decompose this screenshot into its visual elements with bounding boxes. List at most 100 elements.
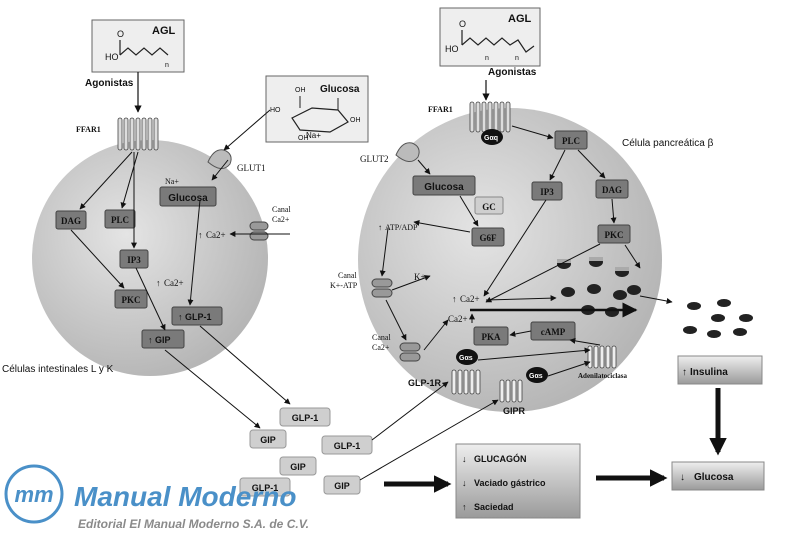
ca-left-label: Ca2+ — [206, 230, 226, 240]
box-camp-beta: cAMP — [530, 321, 576, 341]
glp1r-receptor — [451, 369, 481, 395]
box-gc-beta-label: GC — [482, 202, 496, 212]
canal-katp-label: Canal — [338, 271, 357, 280]
box-ip3-intestinal: IP3 — [119, 249, 149, 269]
hormone-glp1-b-label: GLP-1 — [334, 441, 361, 451]
hormone-gip-b: GIP — [279, 456, 317, 476]
box-glp1-intestinal-label: GLP-1 — [185, 312, 212, 322]
box-glucosa-beta-label: Glucosa — [424, 182, 464, 193]
glucosa-struct-label: Glucosa — [320, 84, 360, 95]
agl-left-structure: HO O n AGL — [91, 19, 185, 73]
box-pka-beta: PKA — [473, 326, 509, 346]
box-glucosa-beta: Glucosa — [412, 175, 476, 196]
intestinal-arrows — [70, 109, 290, 331]
hormone-glp1-a-label: GLP-1 — [292, 413, 319, 423]
box-pkc-intestinal-label: PKC — [122, 295, 141, 305]
o-label-right: O — [459, 19, 466, 29]
adenilatociclasa — [587, 345, 617, 369]
ho-label-right: HO — [445, 44, 459, 54]
hormone-gip-c: GIP — [323, 475, 361, 495]
ffar1-left-receptor — [117, 117, 159, 151]
atp-adp-arrow: ↑ — [378, 223, 382, 232]
agonistas-right-label: Agonistas — [488, 67, 537, 78]
gas-label-1: Gαs — [459, 355, 473, 362]
glp1r-label: GLP-1R — [408, 378, 442, 388]
oh-label-3: OH — [298, 135, 309, 142]
box-plc-beta: PLC — [554, 130, 588, 150]
o-label: O — [117, 29, 124, 39]
celulas-intestinales-label: Células intestinales L y K — [2, 364, 114, 375]
hormone-gip-c-label: GIP — [334, 481, 350, 491]
n-label-right-2: n — [515, 55, 519, 62]
gaq-label: Gαq — [484, 135, 498, 142]
box-pka-beta-label: PKA — [482, 332, 501, 342]
beta-arrows — [379, 125, 673, 377]
box-plc-intestinal: PLC — [104, 209, 136, 229]
box-ip3-beta-label: IP3 — [540, 187, 554, 197]
box-dag-intestinal-label: DAG — [61, 216, 81, 226]
ca-beta-label-2: Ca2+ — [448, 314, 468, 324]
box-plc-intestinal-label: PLC — [111, 215, 129, 225]
big-arrows — [384, 388, 727, 493]
atp-adp-label: ATP/ADP — [385, 223, 418, 232]
gipr-receptor — [499, 379, 523, 403]
canal-left-ca-label: Ca2+ — [272, 215, 290, 224]
insulina-label: Insulina — [690, 367, 728, 378]
effect-arrow-0: ↓ — [462, 454, 467, 464]
logo-subtitle: Editorial El Manual Moderno S.A. de C.V. — [78, 517, 309, 531]
ho-label: HO — [105, 52, 119, 62]
box-glucosa-intestinal: Glucosa — [159, 186, 217, 207]
adenilato-label: Adenilatociclasa — [578, 372, 627, 380]
canal-ca-right — [399, 342, 421, 362]
insulina-box: ↑ Insulina — [677, 355, 763, 385]
box-pkc-intestinal: PKC — [114, 289, 148, 309]
box-ip3-intestinal-label: IP3 — [127, 255, 141, 265]
box-glp1-intestinal: ↑ GLP-1 — [171, 306, 223, 326]
effect-glucagon: GLUCAGÓN — [474, 453, 527, 464]
hormone-glp1-c: GLP-1 — [239, 477, 291, 497]
box-dag-intestinal: DAG — [55, 210, 87, 230]
ca-int-arrow: ↑ — [156, 278, 161, 288]
box-dag-beta: DAG — [595, 179, 629, 199]
gipr-label: GIPR — [503, 406, 526, 416]
box-camp-beta-label: cAMP — [541, 327, 566, 337]
canal-right-ca-label: Ca2+ — [372, 343, 390, 352]
glucosa-out-arrow: ↓ — [680, 472, 685, 483]
canal-left-label: Canal — [272, 205, 291, 214]
box-pkc-beta: PKC — [597, 224, 631, 244]
agl-right-label: AGL — [508, 13, 532, 25]
canal-right-label: Canal — [372, 333, 391, 342]
box-plc-beta-label: PLC — [562, 136, 580, 146]
ca-left-arrow: ↑ — [198, 230, 203, 240]
agl-left-label: AGL — [152, 25, 176, 37]
canal-katp — [371, 278, 393, 298]
logo-title: Manual Moderno — [74, 481, 296, 512]
insulina-arrow: ↑ — [682, 367, 687, 378]
glut2-label: GLUT2 — [360, 154, 389, 164]
glp1-int-arrow: ↑ — [178, 312, 183, 322]
na-label-struct: Na+ — [306, 131, 321, 140]
effect-saciedad: Saciedad — [474, 502, 514, 512]
effect-arrow-2: ↑ — [462, 502, 467, 512]
hormone-gip-a-label: GIP — [260, 435, 276, 445]
ffar1-right-receptor — [469, 101, 511, 133]
n-label: n — [165, 62, 169, 69]
box-pkc-beta-label: PKC — [605, 230, 624, 240]
glucosa-structure: OH HO OH OH Glucosa Na+ — [265, 75, 369, 143]
gas-protein-1 — [456, 349, 478, 365]
hormone-gip-a: GIP — [249, 429, 287, 449]
oh-label-1: OH — [295, 87, 306, 94]
ffar1-right-label: FFAR1 — [428, 105, 453, 114]
hormone-arrows — [164, 325, 499, 481]
agonistas-left-label: Agonistas — [85, 78, 134, 89]
gas-label-2: Gαs — [529, 373, 543, 380]
box-g6f-beta: G6F — [471, 227, 505, 247]
effects-box: ↓ GLUCAGÓN ↓ Vaciado gástrico ↑ Saciedad — [455, 443, 581, 519]
gip-int-arrow: ↑ — [148, 335, 153, 345]
box-gc-beta: GC — [474, 196, 504, 215]
glucosa-output-box: ↓ Glucosa — [671, 461, 765, 491]
gas-protein-2 — [526, 367, 548, 383]
oh-label-2: OH — [350, 117, 361, 124]
glucosa-out-label: Glucosa — [694, 472, 734, 483]
